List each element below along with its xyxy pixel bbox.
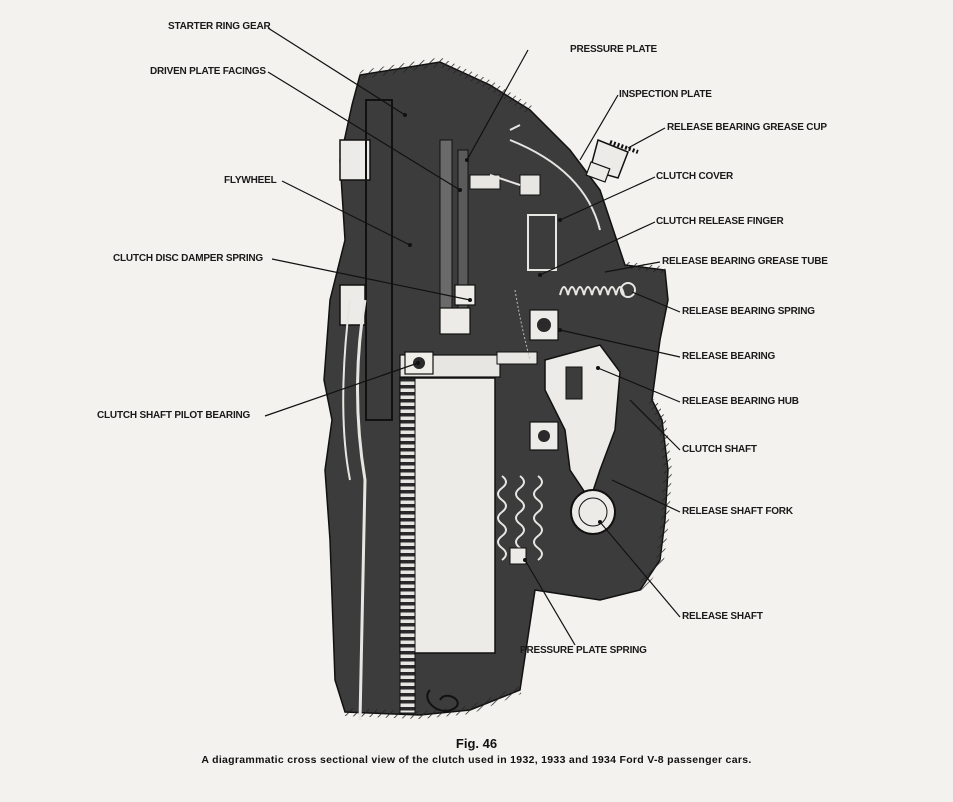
- figure-caption: A diagrammatic cross sectional view of t…: [201, 754, 752, 766]
- release-bearing: [529, 309, 559, 341]
- label-release-shaft: RELEASE SHAFT: [682, 611, 763, 622]
- label-clutch-release-finger: CLUTCH RELEASE FINGER: [656, 216, 784, 227]
- flywheel-section: [339, 99, 393, 721]
- leader-arrowheads: [403, 113, 602, 562]
- retainer-clip: [426, 689, 459, 712]
- driven-plate-pressure-plate: [439, 124, 541, 335]
- pressure-plate-spring: [497, 475, 543, 565]
- label-release-bearing-grease-cup: RELEASE BEARING GREASE CUP: [667, 122, 827, 133]
- release-bearing-spring: [559, 282, 636, 298]
- label-clutch-disc-damper-spring: CLUTCH DISC DAMPER SPRING: [113, 253, 264, 264]
- label-release-bearing: RELEASE BEARING: [682, 351, 776, 362]
- label-release-bearing-spring: RELEASE BEARING SPRING: [682, 306, 815, 317]
- grease-cup: [585, 138, 639, 183]
- label-clutch-shaft: CLUTCH SHAFT: [682, 444, 757, 455]
- label-clutch-shaft-pilot-bearing: CLUTCH SHAFT PILOT BEARING: [97, 410, 251, 421]
- leader-lines: [264, 27, 681, 646]
- release-fork: [544, 344, 621, 535]
- label-release-bearing-hub: RELEASE BEARING HUB: [682, 396, 799, 407]
- label-pressure-plate-spring: PRESSURE PLATE SPRING: [520, 645, 647, 656]
- clutch-cover-finger: [509, 139, 601, 361]
- label-inspection-plate: INSPECTION PLATE: [619, 89, 712, 100]
- label-driven-plate-facings: DRIVEN PLATE FACINGS: [150, 66, 266, 77]
- figure-number: Fig. 46: [455, 736, 498, 751]
- label-pressure-plate: PRESSURE PLATE: [570, 44, 658, 55]
- label-starter-ring-gear: STARTER RING GEAR: [168, 21, 271, 32]
- label-clutch-cover: CLUTCH COVER: [656, 171, 734, 182]
- label-release-shaft-fork: RELEASE SHAFT FORK: [682, 506, 793, 517]
- label-flywheel: FLYWHEEL: [224, 175, 277, 186]
- label-release-bearing-grease-tube: RELEASE BEARING GREASE TUBE: [662, 256, 828, 267]
- lower-bearing: [529, 421, 559, 451]
